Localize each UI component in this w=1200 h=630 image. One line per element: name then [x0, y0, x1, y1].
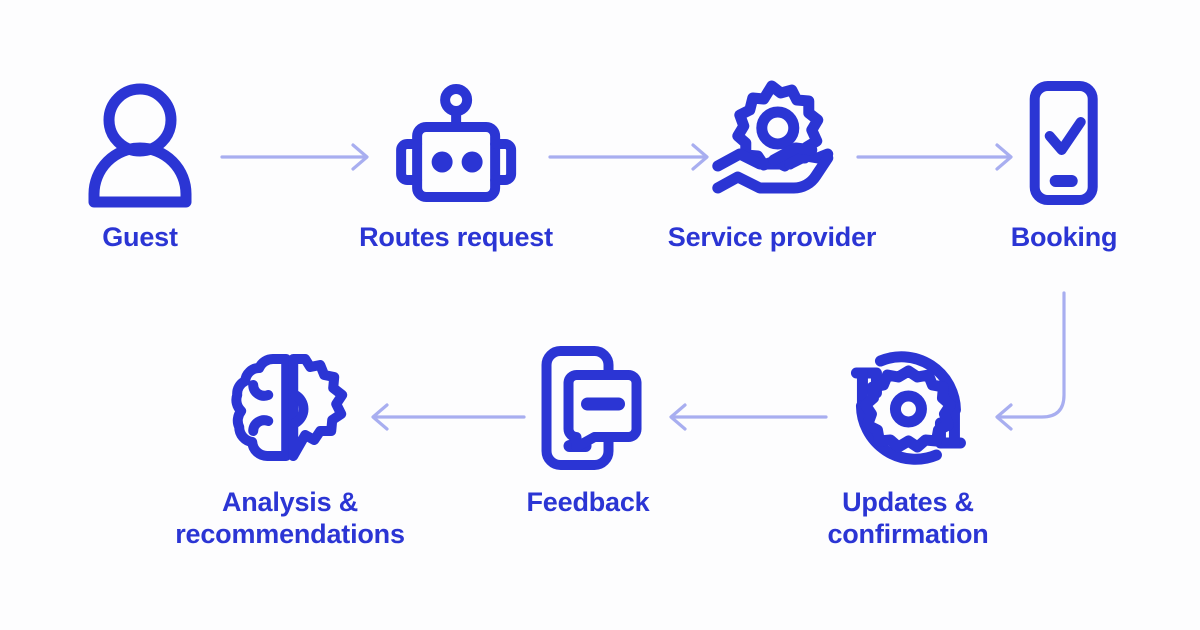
flow-step-label: Routes request [359, 222, 553, 252]
flow-step-booking[interactable]: Booking [1010, 78, 1118, 254]
flow-step-service-provider[interactable]: Service provider [668, 78, 876, 254]
brain-gear-icon [223, 343, 357, 473]
gear-in-hand-icon [702, 78, 842, 208]
flow-step-feedback[interactable]: Feedback [527, 343, 650, 519]
flow-step-label: Feedback [526, 487, 650, 517]
connector-booking-to-updates [995, 291, 1066, 431]
flow-step-label: Service provider [667, 222, 877, 252]
connector-feedback-to-analysis [371, 403, 526, 431]
flow-step-label: Guest [102, 222, 178, 252]
gear-refresh-icon [838, 343, 978, 473]
flow-step-routes-request[interactable]: Routes request [359, 78, 553, 254]
connector-updates-to-feedback [669, 403, 828, 431]
connector-guest-to-routes [220, 143, 369, 171]
flow-step-updates-confirmation[interactable]: Updates & confirmation [827, 343, 989, 550]
connector-provider-to-booking [856, 143, 1013, 171]
flow-step-label: Updates & confirmation [827, 487, 989, 549]
robot-icon [390, 78, 522, 208]
person-icon [78, 78, 202, 208]
gear-icon [859, 365, 956, 453]
phone-message-icon [533, 343, 643, 473]
phone-check-icon [1019, 78, 1109, 208]
connector-routes-to-provider [548, 143, 709, 171]
flow-step-label: Analysis & recommendations [175, 487, 405, 549]
flow-step-label: Booking [1010, 222, 1118, 252]
flow-step-analysis-recommendations[interactable]: Analysis & recommendations [175, 343, 405, 550]
flow-step-guest[interactable]: Guest [78, 78, 202, 254]
